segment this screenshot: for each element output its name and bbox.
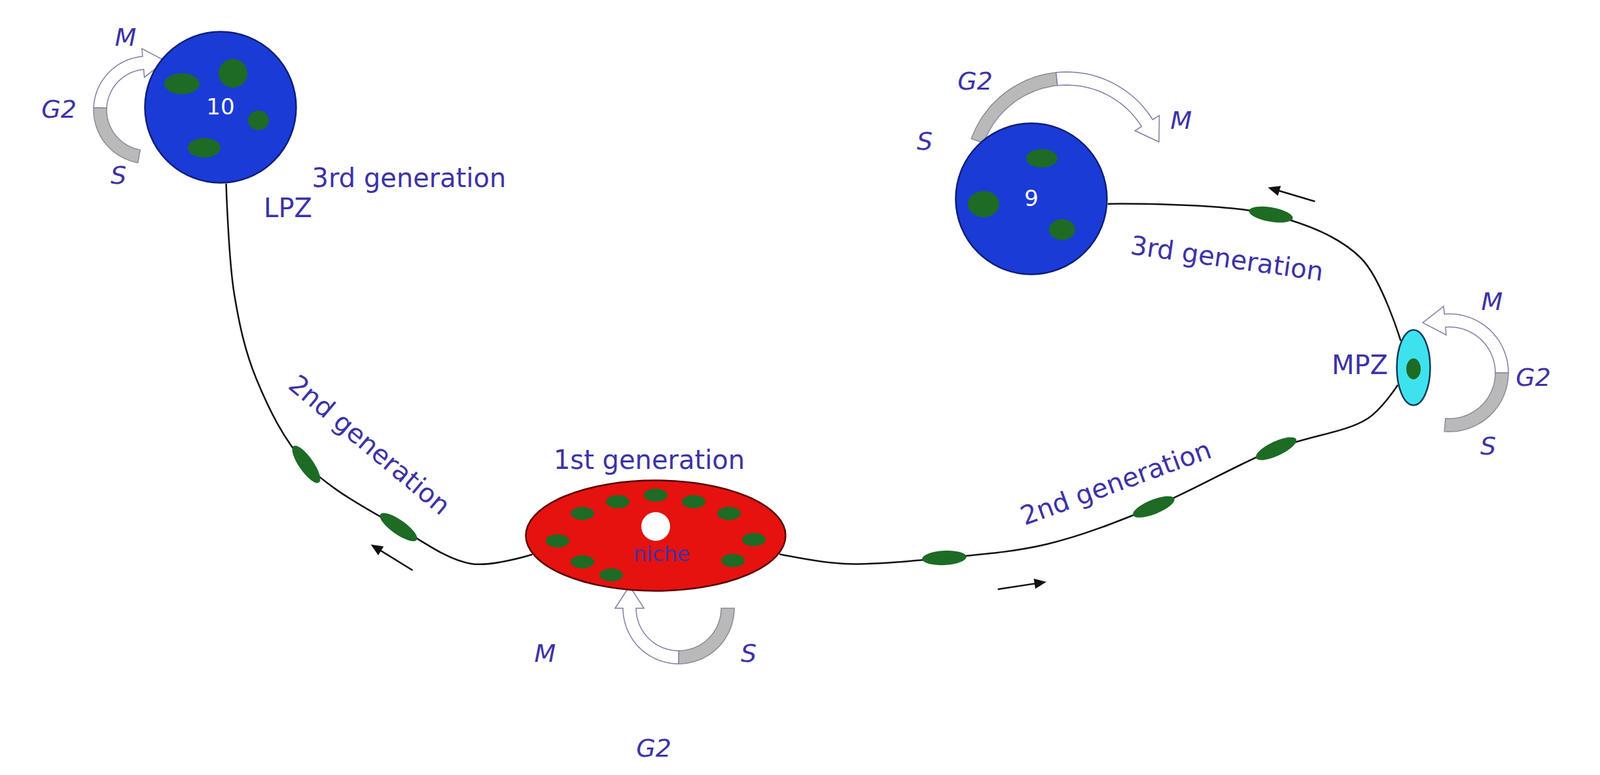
niche-hole [641,512,671,542]
nucleus-spot [599,568,623,582]
nucleus-spot [967,191,1000,218]
nucleus-spot [742,533,766,547]
nucleus-spot [570,555,595,569]
nucleus-spot [1026,149,1058,168]
nucleus-spot [717,507,741,521]
direction-arrow [1269,187,1315,202]
cycle-arrow [1056,71,1160,143]
nucleus-spot [248,110,269,131]
nucleus-spot [164,73,200,95]
node-text: niche [633,542,691,567]
niche-ellipse: 1st generationniche [524,479,787,593]
cycle-arrow [1422,306,1509,374]
nucleus-spot [721,554,745,568]
edge-label: 3rd generation [1128,230,1326,288]
nucleus-spot [545,534,570,548]
nucleus-spot [605,495,630,509]
direction-arrow [372,545,413,571]
phase-label: M [1481,287,1504,317]
migrating-cell [287,442,325,487]
node-text: MPZ [1331,350,1388,381]
migrating-cell [376,508,421,546]
cell-circle: 103rd generationLPZ [143,30,298,184]
edge-label: 2nd generation [1016,434,1216,532]
phase-label: S [110,161,127,191]
phase-label: S [1480,432,1496,462]
shape-outline [1395,329,1432,407]
phase-label: G2 [41,95,77,125]
migration-path [779,385,1398,565]
nucleus-spot [187,138,221,158]
node-text: LPZ [263,193,313,224]
nucleus-spot [218,58,248,88]
migrating-cell [921,549,967,567]
shape-fill [526,480,786,592]
node-text: 1st generation [553,444,745,476]
node-text: 10 [206,94,235,120]
cycle-arrow [678,608,735,665]
phase-label: G2 [636,734,672,764]
shape-fill [1397,330,1431,406]
node-text: 9 [1024,185,1039,212]
cycle-arrow [93,107,141,163]
cycle-arrow [1444,373,1509,432]
phase-label: M [115,23,137,53]
shape-outline [524,479,787,593]
shape-fill [956,123,1108,275]
migrating-cell [1247,203,1295,226]
node-text: 3rd generation [312,162,507,194]
migration-path [1107,204,1402,342]
nucleus-spot [681,495,706,509]
nucleus-spot [1048,219,1076,241]
phase-label: S [916,127,933,157]
phase-label: G2 [1515,363,1551,393]
phase-label: S [740,640,757,669]
nucleus-spot [570,507,595,521]
migrating-cell [1253,433,1300,466]
edge-label: 2nd generation [283,369,457,521]
cell-ellipse: MPZ [1395,329,1432,407]
cell-circle: 9 [954,122,1108,276]
migration-path [226,183,533,565]
direction-arrow [997,579,1045,590]
shape-fill [145,32,297,184]
cycle-arrow [615,586,679,665]
phase-label: G2 [957,67,993,97]
nucleus-spot [643,488,668,502]
phase-label: M [534,640,557,669]
phase-label: M [1170,106,1193,136]
nucleus-spot [1406,358,1421,380]
migrating-cell [1130,492,1177,523]
